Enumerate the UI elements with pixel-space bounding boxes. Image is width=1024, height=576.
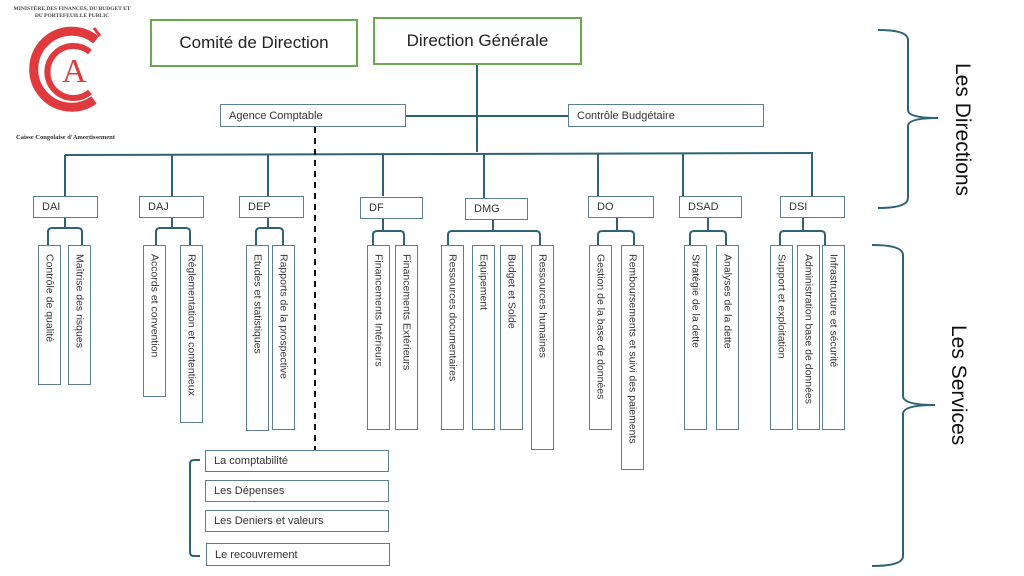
direction-label: DEP: [248, 201, 271, 213]
general-direction-box: Direction Générale: [373, 17, 582, 65]
service-label: Infrastructure et sécurité: [827, 254, 840, 368]
service-box: Remboursements et suivi des paiements: [621, 245, 644, 470]
side-label-directions: Les Directions: [951, 63, 974, 197]
service-label: Financements Intérieurs: [372, 254, 385, 367]
agency-box: Agence Comptable: [220, 104, 406, 127]
service-label: Financements Extérieurs: [400, 254, 413, 371]
service-box: Budget et Solde: [500, 245, 523, 430]
direction-box-dai: DAI: [33, 196, 98, 218]
service-label: Support et exploitation: [775, 254, 788, 359]
service-box: Equipement: [472, 245, 495, 430]
service-box: Ressources humaines: [531, 245, 554, 450]
direction-label: DSAD: [688, 201, 719, 213]
service-label: Analyses de la dette: [721, 254, 734, 349]
service-label: Remboursements et suivi des paiements: [626, 254, 639, 444]
direction-box-dmg: DMG: [465, 198, 528, 220]
committee-label: Comité de Direction: [179, 33, 329, 52]
service-label: Maîtrise des risques: [73, 254, 86, 348]
service-label: Stratégie de la dette: [689, 254, 702, 348]
service-label: Budget et Solde: [505, 254, 518, 329]
service-label: Gestion de la base de données: [594, 254, 607, 400]
service-label: Ressources humaines: [536, 254, 549, 358]
general-direction-label: Direction Générale: [406, 31, 549, 50]
service-box: Gestion de la base de données: [589, 245, 612, 430]
svg-text:A: A: [62, 53, 87, 90]
budget-control-label: Contrôle Budgétaire: [577, 109, 675, 122]
logo: MINISTÈRE DES FINANCES, DU BUDGET ET DU …: [10, 2, 134, 142]
direction-label: DO: [597, 201, 614, 213]
service-box: Stratégie de la dette: [684, 245, 707, 430]
direction-box-dsi: DSI: [780, 196, 845, 218]
direction-label: DF: [369, 202, 384, 214]
side-label-services: Les Services: [947, 325, 970, 446]
direction-label: DAJ: [148, 201, 169, 213]
service-box: Administration base de données: [797, 245, 820, 430]
service-label: Ressources documentaires: [446, 254, 459, 382]
agency-service-label: Les Deniers et valeurs: [214, 515, 324, 527]
agency-service-label: La comptabilité: [214, 455, 288, 467]
service-box: Financements Intérieurs: [367, 245, 390, 430]
service-label: Equipement: [477, 254, 490, 311]
service-box: Maîtrise des risques: [68, 245, 91, 385]
agency-service-box: Les Dépenses: [205, 480, 389, 502]
committee-box: Comité de Direction: [150, 19, 358, 67]
agency-label: Agence Comptable: [229, 109, 323, 122]
direction-box-dsad: DSAD: [679, 196, 742, 218]
direction-label: DMG: [474, 203, 500, 215]
service-label: Accords et convention: [148, 254, 161, 358]
service-box: Support et exploitation: [770, 245, 793, 430]
agency-service-box: Les Deniers et valeurs: [205, 510, 389, 532]
budget-control-box: Contrôle Budgétaire: [568, 104, 764, 127]
service-box: Réglementation et contentieux: [180, 245, 203, 423]
service-label: Etudes et statistiques: [251, 254, 264, 354]
service-box: Etudes et statistiques: [246, 245, 269, 431]
direction-box-df: DF: [360, 197, 423, 219]
direction-box-do: DO: [588, 196, 654, 218]
service-label: Réglementation et contentieux: [185, 254, 198, 396]
direction-box-dep: DEP: [239, 196, 304, 218]
service-box: Financements Extérieurs: [395, 245, 418, 430]
logo-caption: Caisse Congolaise d'Amortissement: [16, 134, 115, 141]
direction-box-daj: DAJ: [139, 196, 204, 218]
service-box: Ressources documentaires: [441, 245, 464, 430]
direction-label: DAI: [42, 201, 61, 213]
service-box: Rapports de la prospective: [272, 245, 295, 430]
service-box: Contrôle de qualité: [38, 245, 61, 385]
service-box: Infrastructure et sécurité: [822, 245, 845, 430]
service-label: Rapports de la prospective: [277, 254, 290, 379]
service-box: Analyses de la dette: [716, 245, 739, 430]
service-box: Accords et convention: [143, 245, 166, 397]
agency-service-label: Les Dépenses: [214, 485, 285, 497]
agency-service-box: Le recouvrement: [206, 543, 390, 566]
agency-service-box: La comptabilité: [205, 450, 389, 472]
ministry-name: MINISTÈRE DES FINANCES, DU BUDGET ET DU …: [13, 6, 131, 19]
directions-bar: [64, 152, 814, 156]
direction-label: DSI: [789, 201, 808, 213]
service-label: Administration base de données: [802, 254, 815, 405]
agency-service-label: Le recouvrement: [215, 548, 298, 561]
cca-logo-icon: A: [29, 26, 102, 112]
service-label: Contrôle de qualité: [43, 254, 56, 343]
